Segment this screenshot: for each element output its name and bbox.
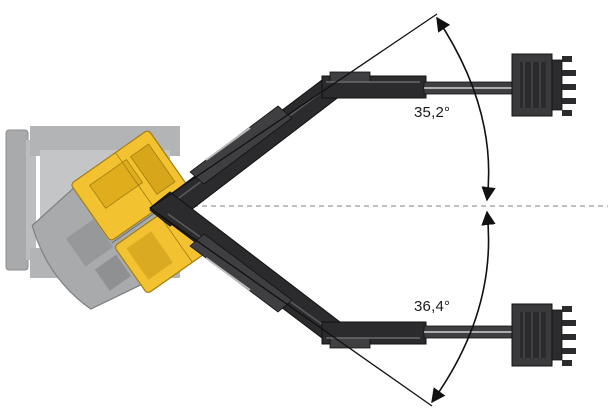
- boom-upper-position: [149, 53, 576, 227]
- lower-bucket: [511, 303, 576, 367]
- upper-structure: [31, 130, 206, 310]
- lower-angle-arc: [431, 210, 496, 404]
- lower-angle-label: 36,4°: [414, 298, 451, 315]
- lower-angle-ray: [149, 207, 433, 407]
- excavator-machine: [5, 126, 206, 310]
- upper-bucket: [511, 53, 576, 117]
- upper-angle-ray: [149, 13, 438, 209]
- dozer-blade: [5, 129, 36, 271]
- upper-angle-label: 35,2°: [414, 104, 451, 121]
- boom-lower-position: [149, 191, 576, 367]
- upper-angle-arc: [436, 16, 496, 202]
